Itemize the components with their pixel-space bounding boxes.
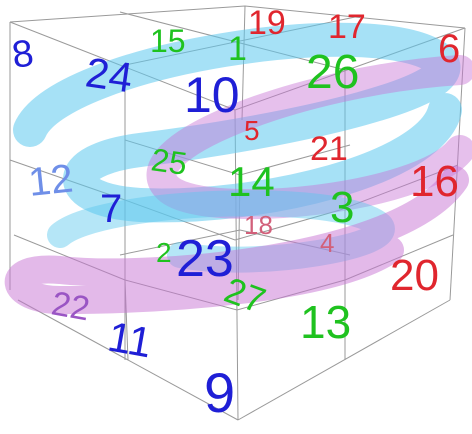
number-label-6: 6: [438, 27, 460, 71]
number-label-5: 5: [244, 115, 260, 146]
number-label-21: 21: [310, 130, 348, 168]
number-label-18: 18: [244, 210, 273, 240]
number-label-10: 10: [184, 67, 240, 123]
number-label-4: 4: [320, 228, 334, 258]
number-label-9: 9: [204, 361, 235, 424]
number-label-13: 13: [300, 296, 351, 348]
number-label-25: 25: [149, 141, 189, 182]
number-label-16: 16: [410, 157, 459, 206]
number-label-17: 17: [328, 8, 366, 46]
number-label-19: 19: [248, 4, 286, 42]
number-label-2: 2: [156, 237, 172, 268]
number-label-3: 3: [330, 183, 354, 232]
number-label-11: 11: [104, 313, 155, 367]
number-label-8: 8: [9, 32, 36, 77]
number-label-1: 1: [228, 30, 247, 68]
number-label-14: 14: [228, 158, 275, 205]
number-label-22: 22: [49, 284, 93, 328]
number-label-7: 7: [100, 187, 122, 231]
number-label-26: 26: [306, 46, 359, 99]
number-label-15: 15: [150, 23, 186, 59]
number-label-24: 24: [83, 48, 136, 101]
number-label-23: 23: [176, 230, 234, 288]
number-label-12: 12: [26, 157, 75, 205]
number-label-20: 20: [390, 251, 439, 300]
